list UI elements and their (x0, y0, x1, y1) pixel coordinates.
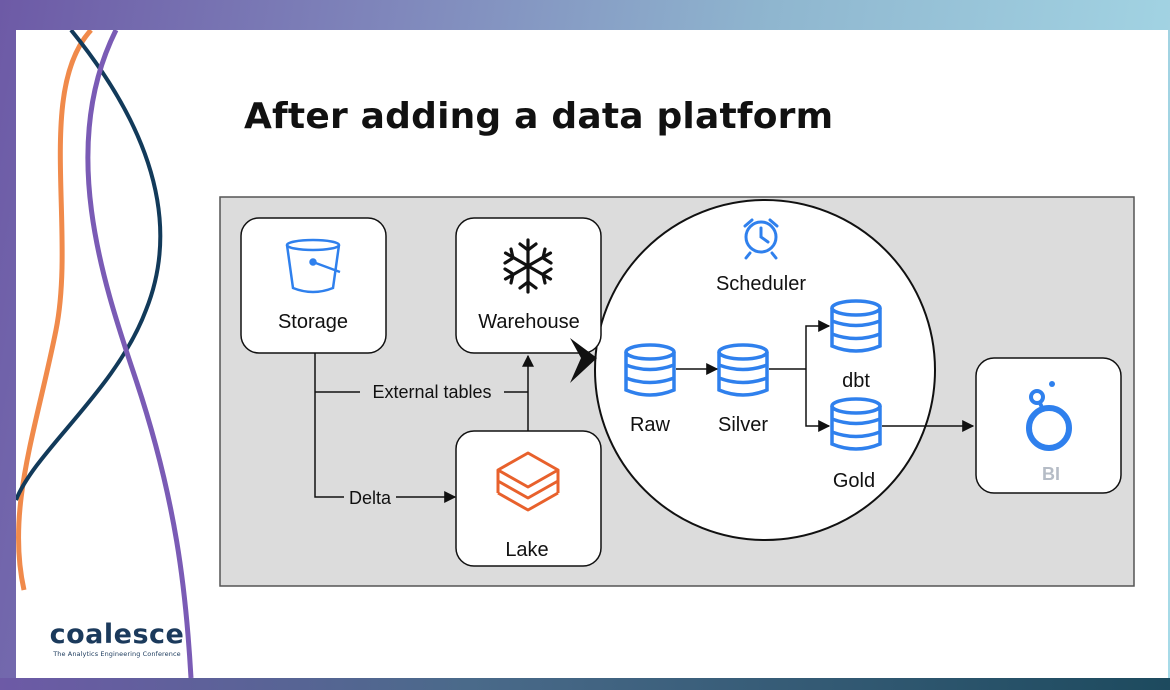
bottom-band (0, 678, 1170, 690)
gold-label: Gold (833, 470, 875, 492)
external-tables-label: External tables (372, 382, 491, 402)
connector-to-dbt (805, 320, 831, 369)
db-gold-icon (830, 397, 882, 451)
connector-to-gold (805, 369, 831, 432)
raw-label: Raw (630, 414, 671, 436)
lake-layers-icon (496, 451, 560, 512)
slide-title: After adding a data platform (244, 96, 834, 137)
coalesce-logo: coalesce The Analytics Engineering Confe… (32, 619, 202, 659)
warehouse-label: Warehouse (478, 311, 580, 333)
dbt-label: dbt (842, 370, 870, 392)
chevron-right-icon (570, 338, 597, 383)
slide: After adding a data platform (16, 30, 1168, 678)
delta-label: Delta (349, 488, 392, 508)
snowflake-icon (503, 238, 553, 294)
curve-purple (85, 30, 194, 678)
bi-node (975, 357, 1122, 494)
storage-label: Storage (278, 311, 348, 333)
silver-label: Silver (718, 414, 768, 436)
looker-icon (1026, 381, 1072, 451)
db-silver-icon (717, 343, 769, 397)
connector-storage-down (314, 353, 457, 503)
logo-tagline: The Analytics Engineering Conference (53, 650, 181, 658)
decorative-curves (16, 30, 194, 678)
alarm-clock-icon (743, 218, 779, 260)
storage-node (240, 217, 387, 354)
logo-wordmark: coalesce (49, 619, 185, 650)
db-raw-icon (624, 343, 676, 397)
db-dbt-icon (830, 299, 882, 353)
curve-orange (16, 30, 93, 591)
bucket-icon (285, 238, 341, 294)
bi-label: BI (1042, 464, 1060, 484)
scheduler-circle (594, 199, 936, 541)
scheduler-label: Scheduler (716, 273, 806, 295)
curve-navy (16, 30, 163, 501)
lake-label: Lake (505, 539, 548, 561)
architecture-diagram: Storage Warehouse Lake Scheduler Raw Sil… (219, 196, 1135, 587)
